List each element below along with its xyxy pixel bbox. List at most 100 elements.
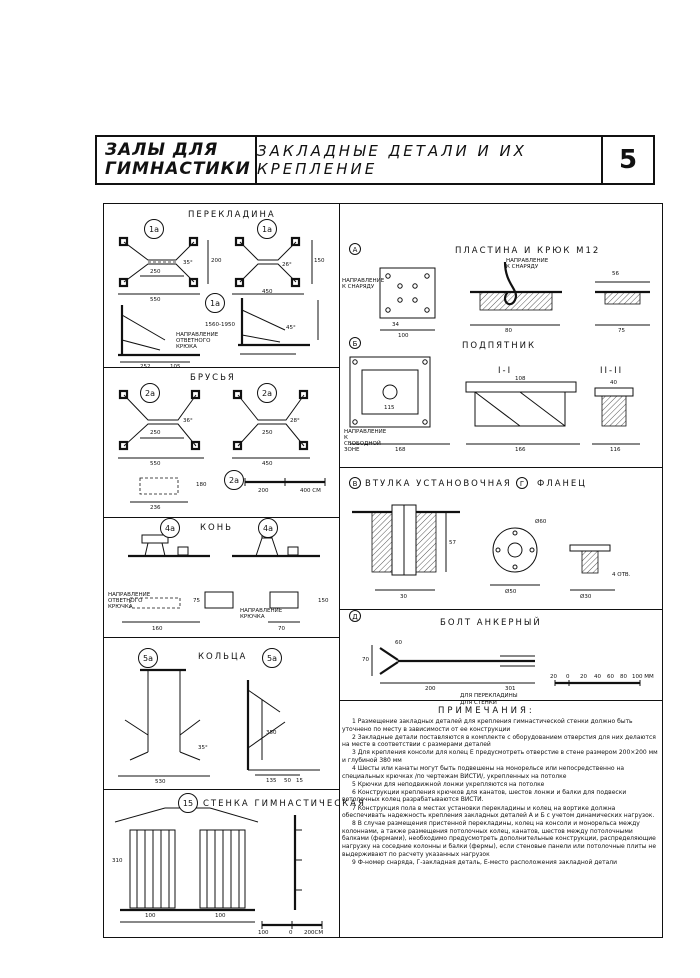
divider-left-3 <box>104 637 339 638</box>
perekladina-mark-1: 1а <box>144 219 164 239</box>
flanets-dim-60: Ø60 <box>535 519 547 525</box>
koltsa-dim-50: 50 <box>284 778 291 784</box>
divider-right-2 <box>339 609 662 610</box>
section-2: II-II <box>600 366 624 376</box>
kon-mark-2: 4а <box>258 518 278 538</box>
podpyatnik-dim-40: 40 <box>610 380 617 386</box>
plate-dim-80: 80 <box>505 328 512 334</box>
stenka-scale-100: 100 <box>258 930 269 936</box>
kon-note-1: НАПРАВЛЕНИЕ ОТВЕТНОГО КРЮЧКА <box>108 592 151 610</box>
scale-0: 0 <box>566 674 570 680</box>
stenka-title: СТЕНКА ГИМНАСТИЧЕСКАЯ <box>203 799 366 809</box>
scale-20: 20 <box>550 674 557 680</box>
bolt-dim-70: 70 <box>362 657 369 663</box>
note-8: 8 В случае размещения пристенной перекла… <box>342 820 657 858</box>
plate-dim-100: 100 <box>398 333 409 339</box>
brusya-angle-28: 28° <box>290 418 300 424</box>
stenka-drawing <box>114 807 323 929</box>
brusya-scale-400: 400 СМ <box>300 488 321 494</box>
plate-letter: А <box>349 243 361 255</box>
perekladina-dim-450: 450 <box>262 289 273 295</box>
divider-right-3 <box>339 700 662 701</box>
brusya-dim-550: 550 <box>150 461 161 467</box>
kon-title: КОНЬ <box>200 523 233 533</box>
podpyatnik-dim-115: 115 <box>384 405 395 411</box>
perekladina-mark-2: 1а <box>257 219 277 239</box>
flanets-holes: 4 ОТВ. <box>612 572 631 578</box>
brusya-dim-450: 450 <box>262 461 273 467</box>
note-2: 2 Закладные детали поставляются в компле… <box>342 733 656 749</box>
divider-right-1 <box>339 467 662 468</box>
podpyatnik-dim-168: 168 <box>395 447 406 453</box>
podpyatnik-dim-116: 116 <box>610 447 621 453</box>
divider-left-4 <box>104 789 339 790</box>
perekladina-dim-250: 250 <box>150 269 161 275</box>
koltsa-angle-35: 35° <box>198 745 208 751</box>
kon-dim-70: 70 <box>278 626 285 632</box>
notes-title: ПРИМЕЧАНИЯ: <box>438 706 535 716</box>
koltsa-title: КОЛЬЦА <box>198 652 248 662</box>
kon-mark-1: 4а <box>160 518 180 538</box>
scale-60: 60 <box>607 674 614 680</box>
perekladina-mark-3: 1а <box>205 293 225 313</box>
kon-dim-75: 75 <box>193 598 200 604</box>
koltsa-dim-15: 15 <box>296 778 303 784</box>
kon-drawing <box>122 529 320 623</box>
bolt-note-2: ДЛЯ СТЕНКИ <box>460 700 497 706</box>
brusya-mark-2: 2а <box>257 383 277 403</box>
podpyatnik-dim-108: 108 <box>515 376 526 382</box>
perekladina-dim-550: 550 <box>150 297 161 303</box>
bolt-dim-301: 301 <box>505 686 516 692</box>
brusya-dim-236: 236 <box>150 505 161 511</box>
vtulka-title: ВТУЛКА УСТАНОВОЧНАЯ <box>365 479 512 489</box>
vtulka-drawing <box>352 504 460 591</box>
plate-note-1: НАПРАВЛЕНИЕ К СНАРЯДУ <box>342 278 385 290</box>
podpyatnik-title: ПОДПЯТНИК <box>462 341 536 351</box>
title-block: ЗАЛЫ ДЛЯ ГИМНАСТИКИ ЗАКЛАДНЫЕ ДЕТАЛИ И И… <box>95 135 655 185</box>
stenka-scale-0: 0 <box>289 930 293 936</box>
divider-left-2 <box>104 517 339 518</box>
perekladina-angle-35: 35° <box>183 260 193 266</box>
podpyatnik-drawing <box>349 356 640 445</box>
sheet-number: 5 <box>618 145 638 175</box>
vtulka-dim-57: 57 <box>449 540 456 546</box>
bolt-title: БОЛТ АНКЕРНЫЙ <box>440 618 542 628</box>
scale-40: 40 <box>594 674 601 680</box>
brusya-mark-3: 2а <box>224 470 244 490</box>
podpyatnik-letter: Б <box>349 337 361 349</box>
brusya-dim-250-r: 250 <box>262 430 273 436</box>
stenka-mark: 15 <box>178 793 198 813</box>
perekladina-note: НАПРАВЛЕНИЕ ОТВЕТНОГО КРЮКА <box>176 332 219 350</box>
perekladina-angle-26: 26° <box>282 262 292 268</box>
brusya-mark-1: 2а <box>140 383 160 403</box>
flanets-title: ФЛАНЕЦ <box>537 479 587 489</box>
podpyatnik-dim-166: 166 <box>515 447 526 453</box>
perekladina-drawing <box>118 236 319 363</box>
notes-list: 1 Размещение закладных деталей для крепл… <box>342 718 658 867</box>
perekladina-dim-1560: 1560-1950 <box>205 322 235 328</box>
koltsa-dim-135: 135 <box>266 778 277 784</box>
bolt-dim-200: 200 <box>425 686 436 692</box>
koltsa-dim-350: 350 <box>266 730 277 736</box>
divider-left-1 <box>104 367 339 368</box>
drawing-frame <box>103 203 663 938</box>
section-1: I-I <box>498 366 513 376</box>
vtulka-dim-30: 30 <box>400 594 407 600</box>
scale-100: 100 ММ <box>632 674 654 680</box>
brusya-dim-250: 250 <box>150 430 161 436</box>
note-1: 1 Размещение закладных деталей для крепл… <box>342 718 633 733</box>
note-4: 4 Шесты или канаты могут быть подвешены … <box>342 765 625 780</box>
note-5: 5 Крючки для неподвижной лонжи укрепляют… <box>352 780 545 788</box>
note-6: 6 Конструкции крепления крючков для кана… <box>342 788 627 804</box>
bolt-letter: Д <box>349 610 361 622</box>
perekladina-dim-200: 200 <box>211 258 222 264</box>
vtulka-letter: В <box>349 477 361 489</box>
plate-dim-56: 56 <box>612 271 619 277</box>
stenka-scale-200: 200СМ <box>304 930 324 936</box>
section-line-2: ГИМНАСТИКИ <box>105 159 251 179</box>
frame-vertical-divider <box>339 204 340 937</box>
scale-20b: 20 <box>580 674 587 680</box>
stenka-dim-100: 100 <box>145 913 156 919</box>
perekladina-angle-45: 45° <box>286 325 296 331</box>
